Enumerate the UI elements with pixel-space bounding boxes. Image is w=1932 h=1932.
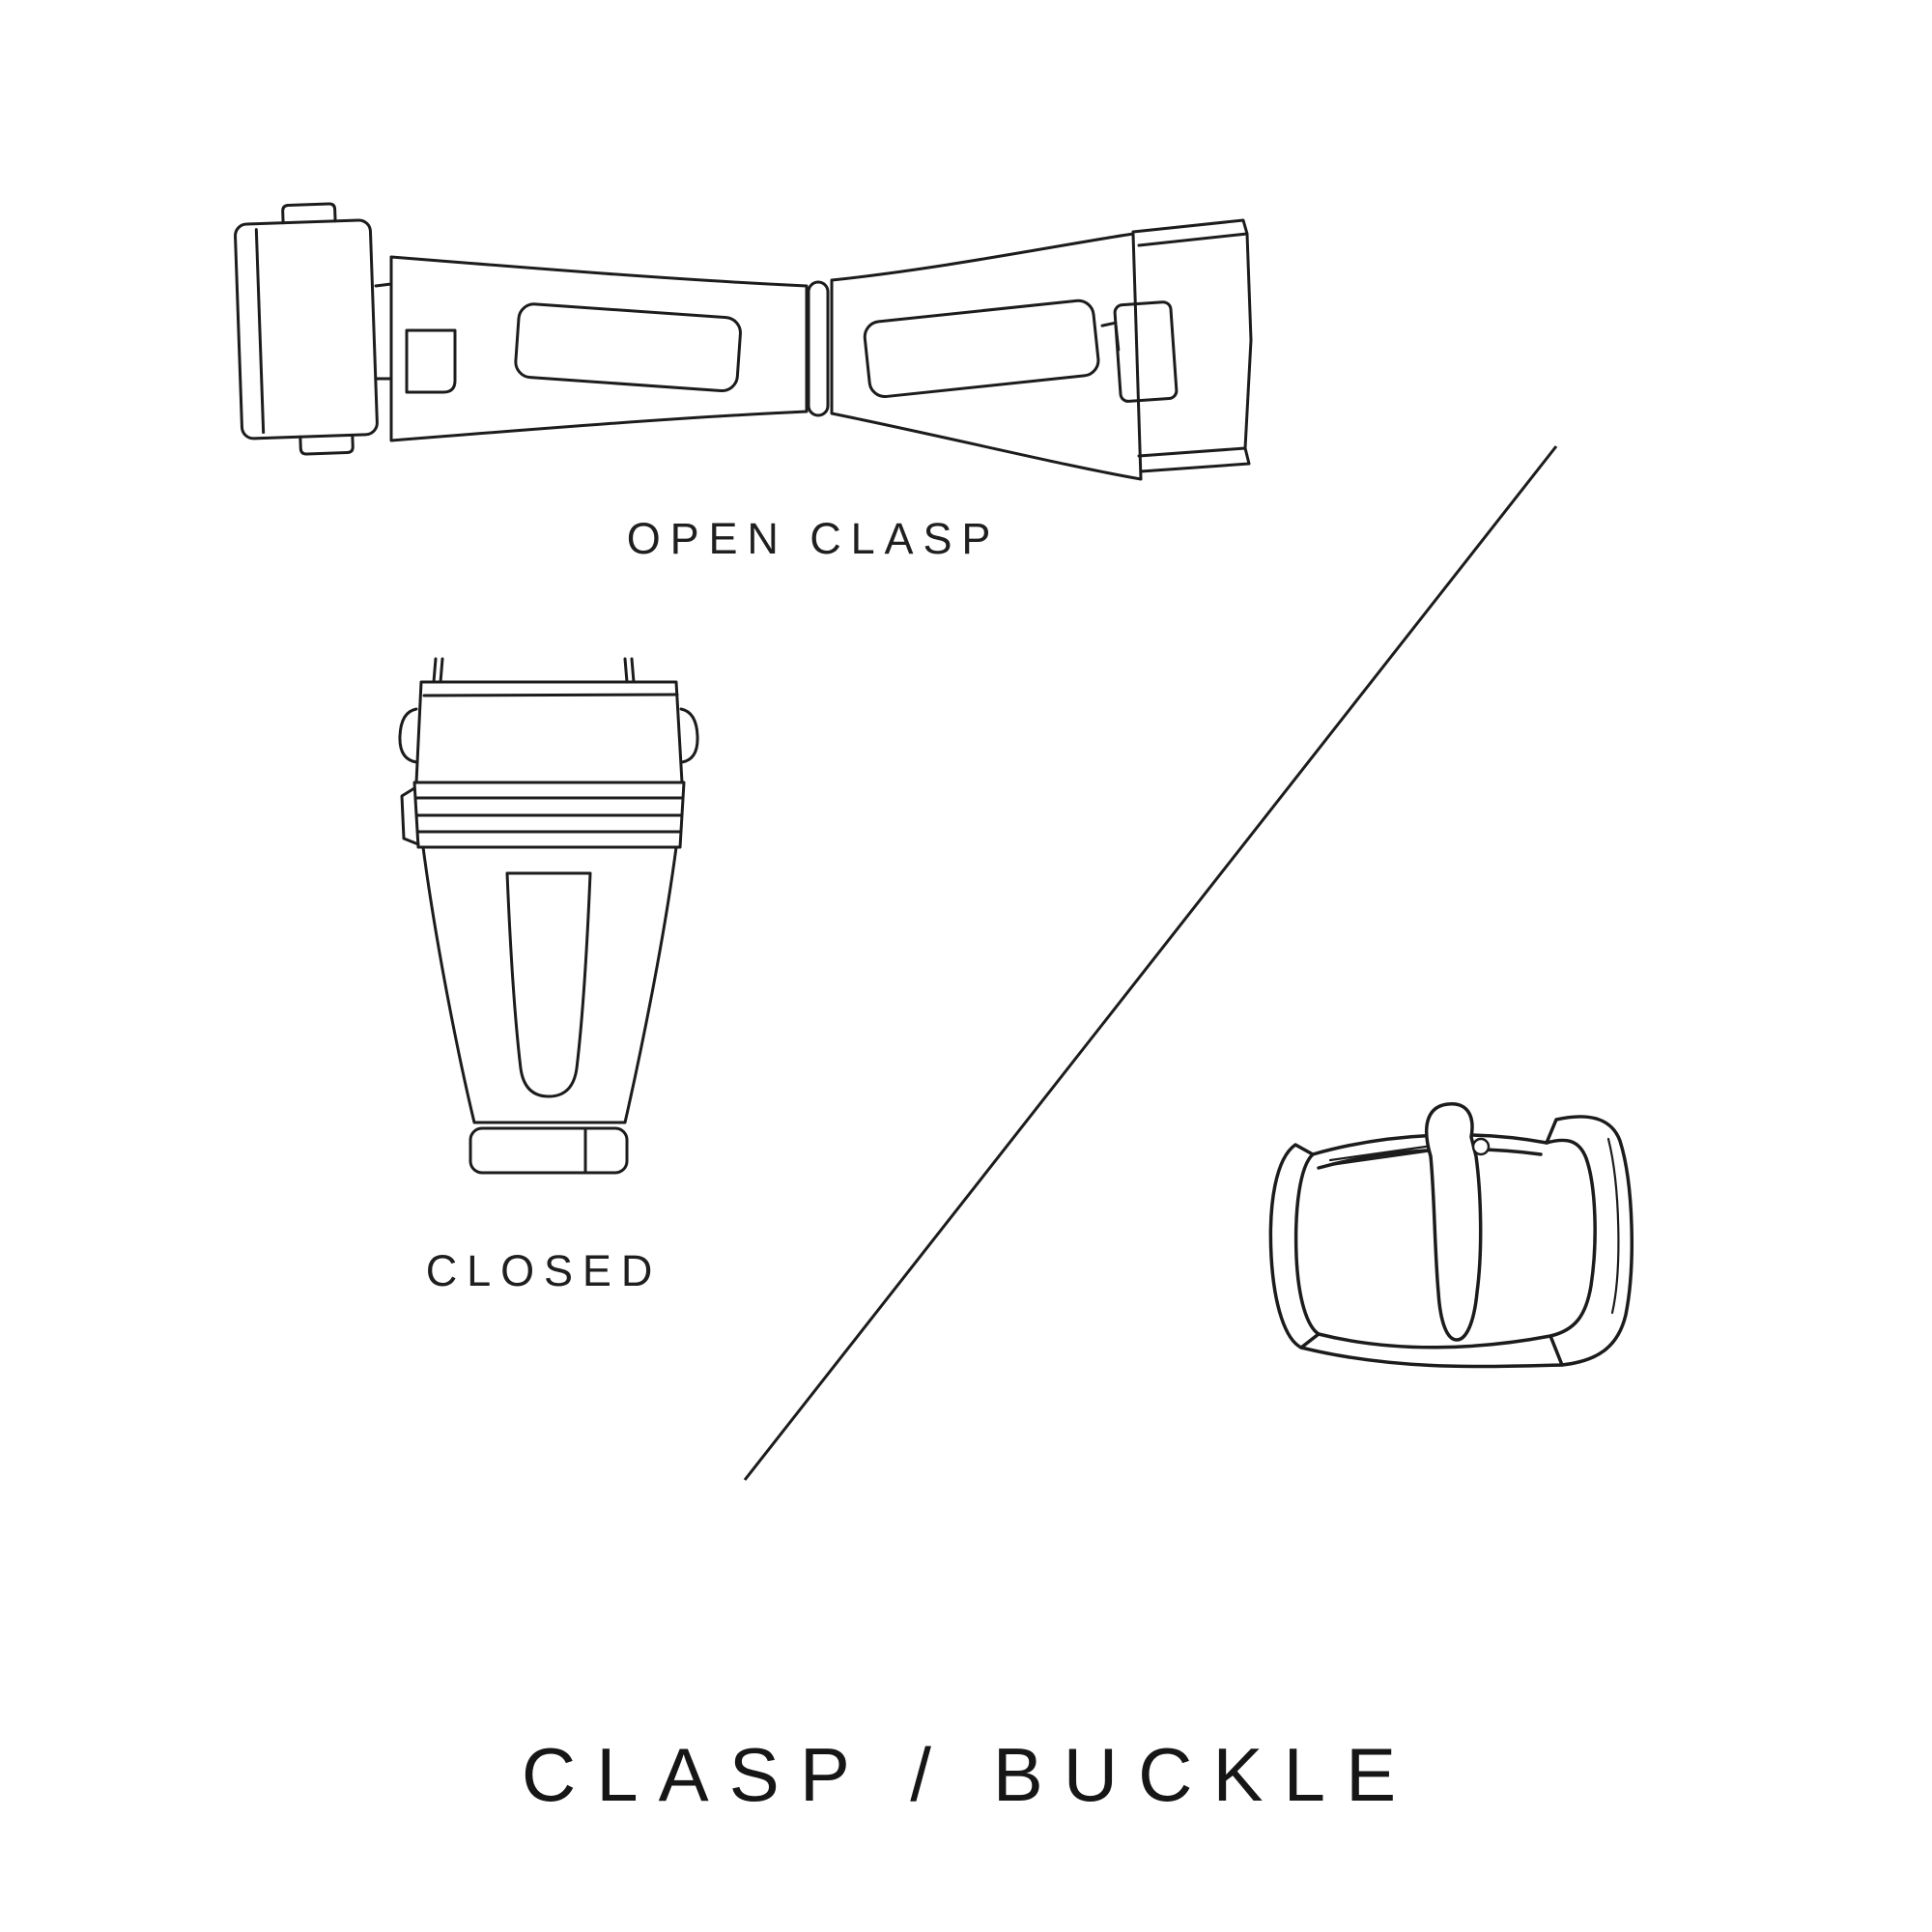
open-clasp-label: OPEN CLASP xyxy=(626,514,1001,563)
closed-clasp-label: CLOSED xyxy=(425,1246,663,1295)
diagram-title: CLASP / BUCKLE xyxy=(521,1732,1417,1817)
buckle-illustration xyxy=(1268,1102,1634,1369)
open-clasp-illustration xyxy=(234,202,1253,481)
closed-clasp-illustration xyxy=(398,657,699,1175)
